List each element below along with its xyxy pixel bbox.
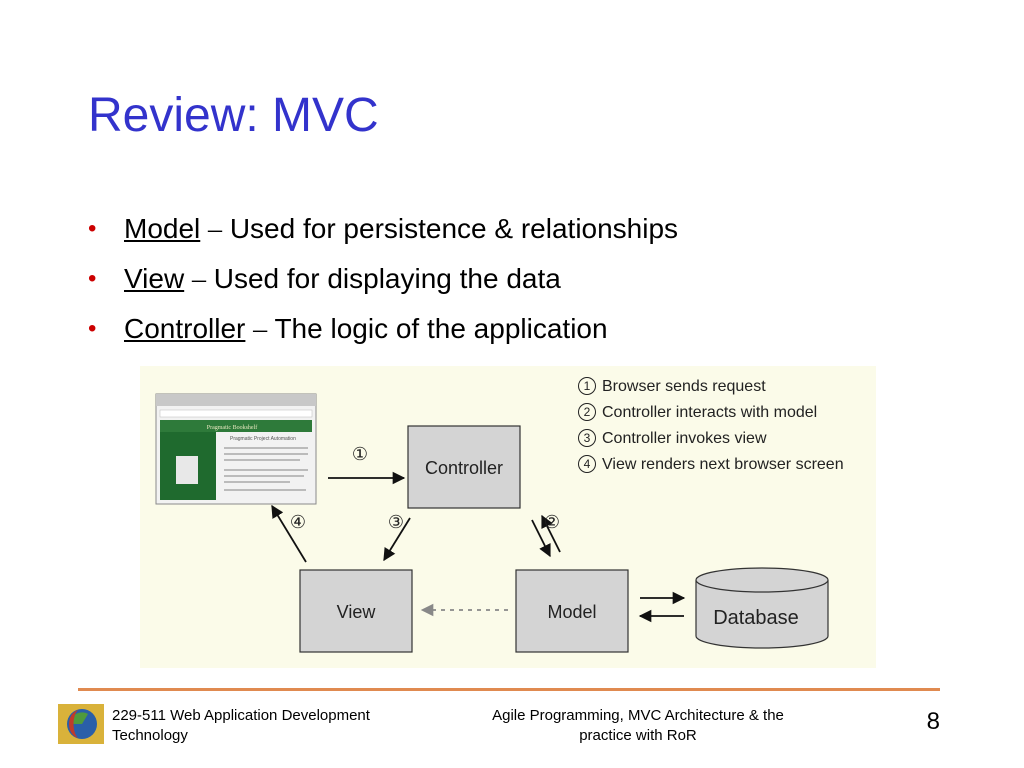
bullet-term: View	[124, 263, 185, 294]
browser-banner-text: Pragmatic Bookshelf	[207, 424, 258, 431]
mvc-diagram: Pragmatic Bookshelf Pragmatic Project Au…	[140, 366, 876, 668]
footer-course: 229-511 Web Application Development Tech…	[112, 706, 432, 746]
arrow-view-to-browser	[271, 504, 307, 563]
footer-divider	[78, 688, 940, 691]
bullet-term: Model	[124, 213, 201, 244]
bullet-dash: –	[253, 314, 268, 345]
bullet-dash: –	[208, 214, 223, 245]
footer-course-line2: Technology	[112, 727, 188, 744]
steps-legend-item: 2 Controller interacts with model	[578, 400, 844, 426]
model-label: Model	[547, 602, 596, 622]
footer-course-line1: 229-511 Web Application Development	[112, 707, 370, 724]
bullet-list: • Model – Used for persistence & relation…	[88, 204, 678, 354]
steps-legend-item: 1 Browser sends request	[578, 374, 844, 400]
steps-legend: 1 Browser sends request 2 Controller inter…	[578, 374, 844, 478]
database-body	[695, 580, 829, 649]
bullet-desc: Used for displaying the data	[213, 263, 561, 294]
bullet-icon: •	[88, 265, 97, 292]
step-text: View renders next browser screen	[602, 456, 844, 473]
controller-box	[407, 425, 521, 509]
page-number: 8	[926, 708, 940, 735]
database-label: Database	[713, 607, 799, 629]
step-text: Controller invokes view	[602, 430, 767, 447]
database-top	[695, 567, 829, 593]
browser-window: Pragmatic Bookshelf Pragmatic Project Au…	[155, 393, 317, 505]
browser-titlebar	[156, 394, 316, 406]
browser-heading: Pragmatic Project Automation	[230, 436, 296, 442]
logo-swoosh	[69, 710, 78, 738]
university-logo-icon	[58, 704, 104, 744]
browser-address-bar	[159, 409, 313, 418]
step-number-circle: 3	[578, 429, 596, 447]
bullet-item-model: • Model – Used for persistence & relation…	[88, 204, 678, 254]
bullet-desc: The logic of the application	[274, 313, 608, 344]
arrow-model-to-controller	[541, 514, 561, 553]
slide-title: Review: MVC	[88, 89, 379, 142]
bullet-dash: –	[191, 264, 206, 295]
arrow-controller-to-model	[531, 519, 551, 558]
step-text: Controller interacts with model	[602, 404, 818, 421]
footer-topic-line2: practice with RoR	[579, 727, 697, 744]
step-number-circle: 4	[578, 455, 596, 473]
bullet-term: Controller	[124, 313, 246, 344]
browser-banner	[160, 420, 312, 432]
view-label: View	[337, 602, 377, 622]
step-number-circle: 2	[578, 403, 596, 421]
bullet-desc: Used for persistence & relationships	[229, 213, 679, 244]
step-text: Browser sends request	[602, 378, 766, 395]
step-marker-4: ④	[290, 512, 306, 533]
bullet-icon: •	[88, 215, 97, 242]
model-box	[515, 569, 629, 653]
mvc-diagram-svg: Pragmatic Bookshelf Pragmatic Project Au…	[155, 393, 829, 653]
footer-topic-line1: Agile Programming, MVC Architecture & th…	[492, 707, 784, 724]
steps-legend-item: 3 Controller invokes view	[578, 426, 844, 452]
view-box	[299, 569, 413, 653]
footer-topic: Agile Programming, MVC Architecture & th…	[456, 706, 820, 746]
bullet-icon: •	[88, 315, 97, 342]
step-marker-1: ①	[352, 444, 368, 465]
step-number-circle: 1	[578, 377, 596, 395]
controller-label: Controller	[425, 458, 503, 478]
database-cylinder: Database	[695, 567, 829, 649]
arrow-controller-to-view	[383, 517, 411, 562]
bullet-item-view: • View – Used for displaying the data	[88, 254, 678, 304]
step-marker-3: ③	[388, 512, 404, 533]
browser-book-image	[176, 456, 198, 484]
step-marker-2: ②	[544, 512, 560, 533]
steps-legend-item: 4 View renders next browser screen	[578, 452, 844, 478]
bullet-item-controller: • Controller – The logic of the applicati…	[88, 304, 678, 354]
